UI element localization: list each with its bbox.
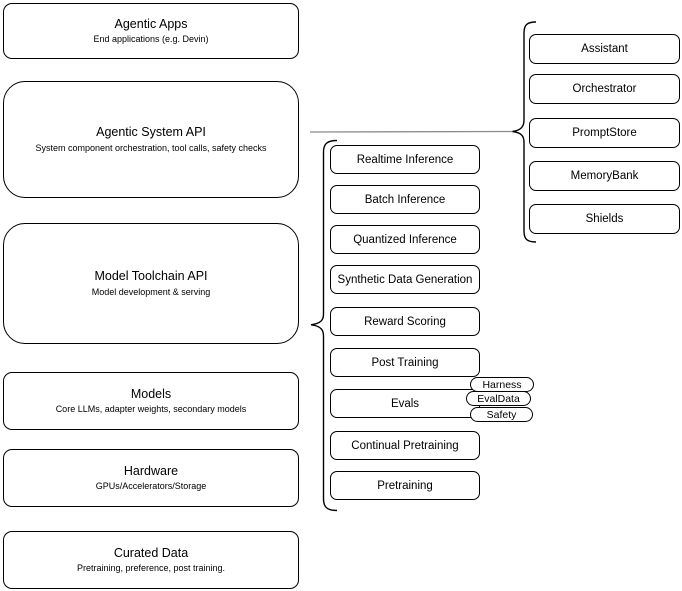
evals-tag-label: Safety — [486, 408, 517, 421]
toolchain-item-quantized-inference: Quantized Inference — [330, 225, 480, 254]
toolchain-item-label: Continual Pretraining — [351, 439, 459, 452]
component-label: Assistant — [581, 43, 628, 55]
layer-agentic-system-api: Agentic System API System component orch… — [3, 81, 299, 198]
layer-subtitle: End applications (e.g. Devin) — [93, 34, 209, 45]
layer-models: Models Core LLMs, adapter weights, secon… — [3, 372, 299, 430]
evals-tag-label: EvalData — [477, 392, 520, 405]
toolchain-item-realtime-inference: Realtime Inference — [330, 145, 480, 174]
layer-curated-data: Curated Data Pretraining, preference, po… — [3, 531, 299, 589]
component-label: PromptStore — [572, 127, 637, 139]
layer-title: Agentic System API — [96, 125, 206, 140]
layer-subtitle: Model development & serving — [91, 286, 211, 297]
layer-subtitle: GPUs/Accelerators/Storage — [95, 481, 207, 492]
system-api-connector-line — [309, 130, 513, 133]
component-orchestrator: Orchestrator — [529, 74, 680, 104]
toolchain-item-continual-pretraining: Continual Pretraining — [330, 431, 480, 460]
component-promptstore: PromptStore — [529, 118, 680, 148]
toolchain-item-label: Reward Scoring — [364, 315, 446, 328]
toolchain-item-label: Evals — [390, 397, 420, 410]
component-assistant: Assistant — [529, 34, 680, 64]
toolchain-item-label: Quantized Inference — [353, 233, 457, 246]
toolchain-item-post-training: Post Training — [330, 348, 480, 377]
toolchain-item-label: Batch Inference — [364, 193, 446, 206]
layer-title: Curated Data — [113, 545, 189, 560]
component-label: Orchestrator — [572, 83, 637, 95]
layer-title: Agentic Apps — [114, 16, 188, 31]
toolchain-item-label: Pretraining — [377, 479, 433, 492]
toolchain-brace — [310, 139, 338, 512]
toolchain-item-pretraining: Pretraining — [330, 471, 480, 500]
toolchain-item-label: Post Training — [371, 356, 439, 369]
layer-subtitle: Core LLMs, adapter weights, secondary mo… — [55, 404, 247, 415]
toolchain-item-synthetic-data-generation: Synthetic Data Generation — [330, 265, 480, 294]
component-label: Shields — [585, 213, 624, 225]
component-memorybank: MemoryBank — [529, 161, 680, 191]
layer-title: Models — [130, 386, 172, 401]
layer-title: Hardware — [123, 463, 179, 478]
evals-tag-safety: Safety — [470, 407, 533, 422]
toolchain-item-label: Realtime Inference — [356, 153, 454, 166]
layer-model-toolchain-api: Model Toolchain API Model development & … — [3, 223, 299, 344]
evals-tag-label: Harness — [482, 378, 522, 391]
evals-tag-harness: Harness — [470, 377, 534, 392]
layer-hardware: Hardware GPUs/Accelerators/Storage — [3, 449, 299, 507]
layer-subtitle: Pretraining, preference, post training. — [76, 563, 226, 574]
component-label: MemoryBank — [570, 170, 639, 182]
toolchain-item-batch-inference: Batch Inference — [330, 185, 480, 214]
toolchain-item-label: Synthetic Data Generation — [337, 273, 473, 286]
component-shields: Shields — [529, 204, 680, 234]
toolchain-item-reward-scoring: Reward Scoring — [330, 307, 480, 336]
evals-tag-evaldata: EvalData — [466, 391, 531, 406]
toolchain-item-evals: Evals — [330, 389, 480, 418]
layer-title: Model Toolchain API — [94, 269, 208, 284]
layer-agentic-apps: Agentic Apps End applications (e.g. Devi… — [3, 3, 299, 59]
layer-subtitle: System component orchestration, tool cal… — [35, 142, 267, 153]
